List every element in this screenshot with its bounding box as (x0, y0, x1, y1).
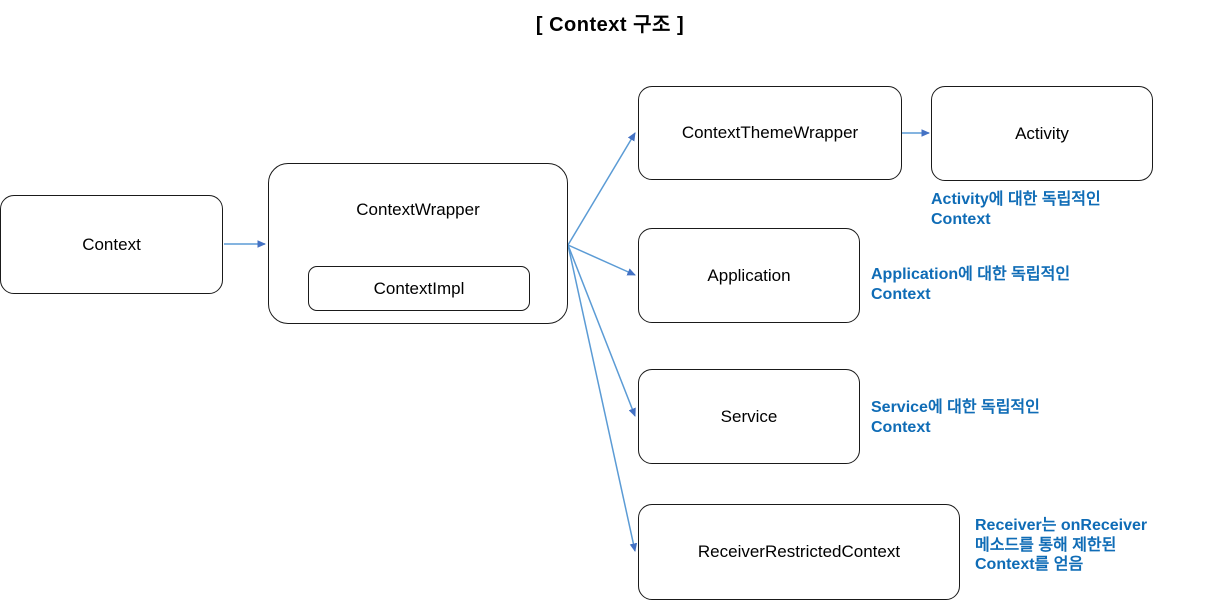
node-activity[interactable]: Activity (931, 86, 1153, 181)
node-activity-label: Activity (1015, 123, 1069, 143)
annotation-receiver: Receiver는 onReceiver 메소드를 통해 제한된 Context… (975, 517, 1148, 574)
node-application[interactable]: Application (638, 228, 860, 323)
edge-contextwrapper-to-application (567, 244, 636, 276)
annotation-service: Service에 대한 독립적인 Context (871, 399, 1040, 436)
node-service-label: Service (720, 406, 778, 426)
node-context-theme-wrapper[interactable]: ContextThemeWrapper (638, 86, 902, 180)
node-context-label: Context (82, 234, 141, 254)
annotation-application: Application에 대한 독립적인 Context (871, 266, 1071, 303)
node-receiver-restricted-context[interactable]: ReceiverRestrictedContext (638, 504, 960, 600)
edge-contextwrapper-to-contextthemewrapper (567, 132, 636, 246)
node-context-wrapper-label: ContextWrapper (356, 200, 480, 219)
node-context-impl[interactable]: ContextImpl (308, 266, 530, 311)
annotation-activity: Activity에 대한 독립적인 Context (931, 191, 1101, 228)
edge-contextwrapper-to-receiverrestrictedcontext (567, 244, 638, 552)
node-context[interactable]: Context (0, 195, 223, 294)
node-context-impl-label: ContextImpl (373, 278, 465, 298)
node-context-theme-wrapper-label: ContextThemeWrapper (681, 123, 859, 142)
node-receiver-restricted-context-label: ReceiverRestrictedContext (697, 542, 901, 561)
diagram-title: [ Context 구조 ] (535, 14, 685, 36)
node-application-label: Application (707, 265, 791, 285)
node-service[interactable]: Service (638, 369, 860, 464)
edge-contextwrapper-to-service (567, 244, 636, 417)
